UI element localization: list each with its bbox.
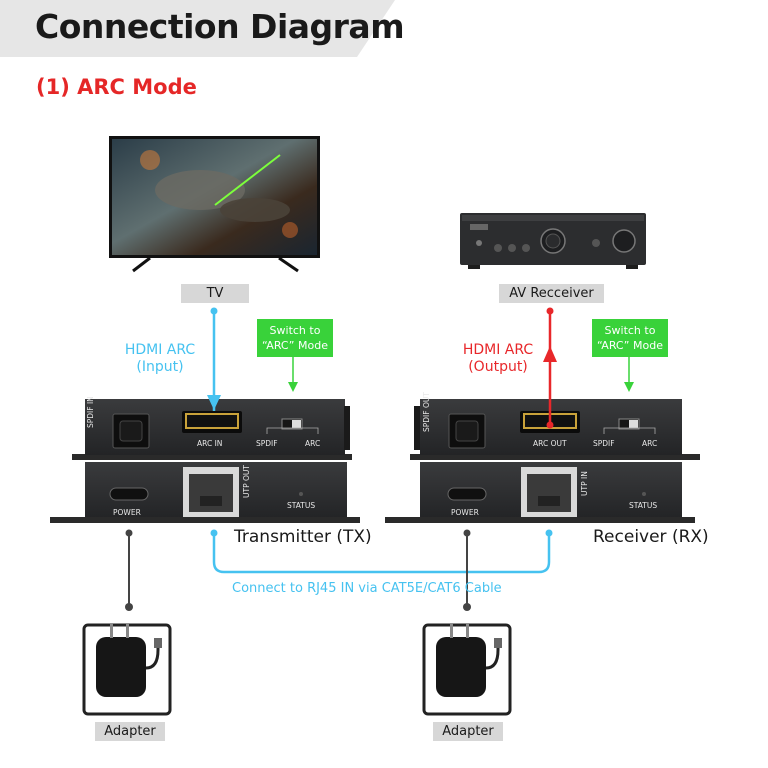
adapter-right-image <box>422 623 512 716</box>
rx-switch-arc-label: ARC <box>642 439 658 448</box>
rx-status-label: STATUS <box>629 501 658 510</box>
switch-arc-note-left: Switch to “ARC” Mode <box>257 319 333 357</box>
tx-utp-out-label: UTP OUT <box>242 465 251 498</box>
rx-power-label: POWER <box>451 508 479 517</box>
rx-switch-spdif-label: SPDIF <box>593 439 615 448</box>
switch-arc-note-right: Switch to “ARC” Mode <box>592 319 668 357</box>
tx-switch-spdif-label: SPDIF <box>256 439 278 448</box>
hdmi-arc-output-line1: HDMI ARC <box>462 342 534 358</box>
switch-note-right-line2: “ARC” Mode <box>597 339 663 352</box>
hdmi-arc-input-line <box>207 307 221 411</box>
switch-note-right-line1: Switch to <box>604 324 656 337</box>
rx-spdif-out-label: SPDIF OUT <box>422 392 431 432</box>
hdmi-arc-output-line2: (Output) <box>468 359 528 375</box>
switch-note-left-line2: “ARC” Mode <box>262 339 328 352</box>
tv-image <box>109 136 320 273</box>
cable-instruction: Connect to RJ45 IN via CAT5E/CAT6 Cable <box>232 581 502 596</box>
header-band <box>0 0 395 57</box>
hdmi-arc-input-label: HDMI ARC (Input) <box>110 342 210 376</box>
hdmi-arc-input-line2: (Input) <box>136 359 184 375</box>
rx-top-unit <box>410 399 700 460</box>
power-line-right <box>463 529 471 611</box>
hdmi-arc-input-line1: HDMI ARC <box>124 342 196 358</box>
tx-power-label: POWER <box>113 508 141 517</box>
cat-cable-line <box>210 529 553 574</box>
tx-switch-arc-label: ARC <box>305 439 321 448</box>
switch-arrow-right <box>624 356 634 392</box>
tx-bottom-unit <box>50 462 360 523</box>
av-receiver-label: AV Recceiver <box>499 284 604 303</box>
tx-status-label: STATUS <box>287 501 316 510</box>
adapter-label-right: Adapter <box>433 722 503 741</box>
rx-bottom-unit <box>385 462 695 523</box>
receiver-label: Receiver (RX) <box>593 527 709 547</box>
tv-label: TV <box>181 284 249 303</box>
adapter-left-image <box>82 623 172 716</box>
power-line-left <box>125 529 133 611</box>
transmitter-label: Transmitter (TX) <box>234 527 372 547</box>
adapter-label-left: Adapter <box>95 722 165 741</box>
tx-arc-in-label: ARC IN <box>197 439 223 448</box>
section-title: (1) ARC Mode <box>36 75 197 99</box>
rx-arc-out-label: ARC OUT <box>533 439 567 448</box>
switch-arrow-left <box>288 356 298 392</box>
tx-spdif-in-label: SPDIF IN <box>86 396 95 428</box>
hdmi-arc-output-label: HDMI ARC (Output) <box>448 342 548 376</box>
page-title: Connection Diagram <box>35 7 405 46</box>
hdmi-arc-output-line <box>543 307 557 429</box>
rx-utp-in-label: UTP IN <box>580 471 589 496</box>
av-receiver-image <box>460 213 646 269</box>
switch-note-left-line1: Switch to <box>269 324 321 337</box>
tx-top-unit <box>72 399 352 460</box>
